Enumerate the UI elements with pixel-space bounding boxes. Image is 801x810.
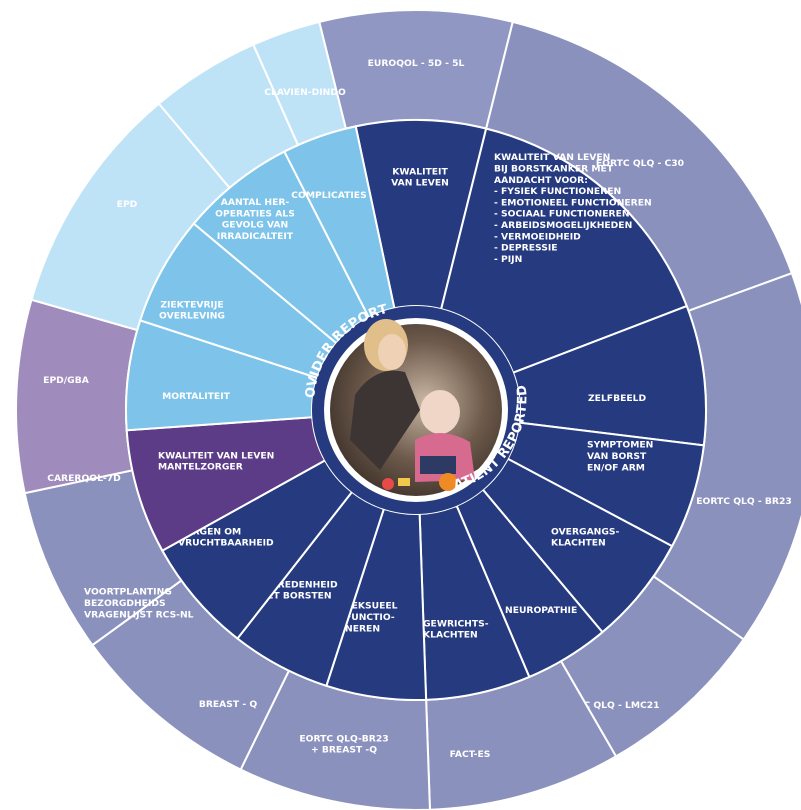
inner-segment-seksueel-functioneren-label-line: FUNCTIO-	[345, 612, 395, 623]
inner-segment-symptomen-label-line: EN/OF ARM	[587, 462, 645, 473]
inner-segment-kwaliteit-borstkanker-label-line: - VERMOEIDHEID	[494, 231, 581, 242]
inner-segment-complicaties-label-line: COMPLICATIES	[291, 190, 366, 201]
outer-segment-eortc-lmc21-label-line: EORTC QLQ - LMC21	[556, 700, 659, 711]
inner-segment-kwaliteit-van-leven-label-line: VAN LEVEN	[391, 178, 449, 189]
outer-segment-clavien-dindo-label: CLAVIEN-DINDO	[264, 87, 346, 98]
center-photo	[330, 319, 502, 496]
inner-segment-overgangsklachten-label: OVERGANGS-KLACHTEN	[551, 526, 620, 548]
inner-segment-overgangsklachten-label-line: OVERGANGS-	[551, 526, 620, 537]
inner-segment-zelfbeeld-label: ZELFBEELD	[588, 393, 646, 404]
outer-segment-voortplanting-label-line: BEZORGDHEIDS	[84, 598, 166, 609]
outer-segment-epd-label-line: EPD	[117, 199, 138, 210]
inner-segment-gewrichtsklachten-label: GEWRICHTS-KLACHTEN	[423, 618, 489, 640]
inner-segment-ziektevrije-overleving-label-line: ZIEKTEVRIJE	[160, 299, 223, 310]
inner-segment-neuropathie-label-line: NEUROPATHIE	[505, 605, 577, 616]
outer-segment-eortc-br23-label-line: EORTC QLQ - BR23	[696, 496, 792, 507]
outer-segment-euroqol-shape	[318, 9, 514, 130]
inner-segment-overgangsklachten-label-line: KLACHTEN	[551, 538, 606, 549]
outer-segment-voortplanting-label-line: VRAGENLIJST RCS-NL	[84, 609, 194, 620]
inner-segment-tevredenheid-label-line: MET BORSTEN	[258, 591, 332, 602]
inner-segment-heroperaties-label-line: GEVOLG VAN	[222, 220, 288, 231]
outer-segment-eortc-br23-label: EORTC QLQ - BR23	[696, 496, 792, 507]
outer-segment-epd-label: EPD	[117, 199, 138, 210]
inner-segment-kwaliteit-van-leven-label-line: KWALITEIT	[392, 166, 448, 177]
outer-segment-euroqol-label: EUROQOL - 5D - 5L	[368, 58, 465, 69]
outer-segment-carerqol-label-line: CARERQOL-7D	[47, 473, 121, 484]
inner-segment-kwaliteit-borstkanker-label-line: - DEPRESSIE	[494, 243, 558, 254]
outer-segment-eortc-br23-breastq-label-line: EORTC QLQ-BR23	[299, 733, 388, 744]
outer-segment-epd-gba-label: EPD/GBA	[43, 375, 90, 386]
outer-segment-voortplanting-label-line: VOORTPLANTING	[84, 587, 172, 598]
inner-segment-seksueel-functioneren-label-line: NEREN	[345, 623, 380, 634]
inner-segment-zorgen-vruchtbaarheid-label-line: VRUCHTBAARHEID	[178, 538, 274, 549]
outer-segment-fact-es-label-line: FACT-ES	[450, 749, 491, 760]
outer-segment-fact-es-label: FACT-ES	[450, 749, 491, 760]
inner-segment-mortaliteit-label: MORTALITEIT	[162, 391, 231, 402]
inner-segment-kwaliteit-borstkanker-label-line: AANDACHT VOOR:	[494, 175, 588, 186]
inner-segment-kwaliteit-mantelzorger-label-line: KWALITEIT VAN LEVEN	[158, 450, 274, 461]
outer-segment-eortc-c30-label-line: EORTC QLQ - C30	[596, 158, 684, 169]
inner-segment-complicaties-label: COMPLICATIES	[291, 190, 366, 201]
outer-segment-carerqol-label: CARERQOL-7D	[47, 473, 121, 484]
inner-segment-heroperaties-label-line: IRRADICALTEIT	[217, 231, 294, 242]
inner-segment-ziektevrije-overleving-label-line: OVERLEVING	[159, 311, 225, 322]
inner-segment-kwaliteit-borstkanker-label-line: KWALITEIT VAN LEVEN	[494, 152, 610, 163]
outer-segment-epd-gba-label-line: EPD/GBA	[43, 375, 90, 386]
outer-segment-clavien-dindo-label-line: CLAVIEN-DINDO	[264, 87, 346, 98]
inner-segment-tevredenheid-label-line: TEVREDENHEID	[258, 579, 338, 590]
inner-segment-kwaliteit-borstkanker-label-line: - SOCIAAL FUNCTIONEREN	[494, 209, 630, 220]
inner-segment-kwaliteit-borstkanker-label-line: - EMOTIONEEL FUNCTIONEREN	[494, 197, 652, 208]
outer-segment-carerqol: CARERQOL-7D	[15, 298, 139, 495]
inner-segment-kwaliteit-borstkanker-label-line: - ARBEIDSMOGELIJKHEDEN	[494, 220, 632, 231]
inner-segment-gewrichtsklachten-label-line: KLACHTEN	[423, 630, 478, 641]
inner-segment-neuropathie-label: NEUROPATHIE	[505, 605, 577, 616]
inner-segment-heroperaties-label-line: OPERATIES ALS	[215, 208, 295, 219]
inner-segment-heroperaties-label-line: AANTAL HER-	[221, 197, 290, 208]
outer-segment-breast-q-label: BREAST - Q	[199, 699, 258, 710]
outer-segment-eortc-c30-label: EORTC QLQ - C30	[596, 158, 684, 169]
outer-segment-euroqol-label-line: EUROQOL - 5D - 5L	[368, 58, 465, 69]
outer-segment-carerqol-shape	[15, 298, 139, 495]
outer-segment-eortc-br23-breastq-label-line: + BREAST -Q	[311, 745, 377, 756]
inner-segment-seksueel-functioneren-label-line: SEKSUEEL	[345, 601, 398, 612]
inner-segment-zelfbeeld-label-line: ZELFBEELD	[588, 393, 646, 404]
inner-segment-kwaliteit-borstkanker-label-line: - FYSIEK FUNCTIONEREN	[494, 186, 621, 197]
inner-segment-symptomen-label-line: SYMPTOMEN	[587, 440, 653, 451]
inner-segment-zorgen-vruchtbaarheid-label-line: ZORGEN OM	[178, 526, 241, 537]
inner-segment-kwaliteit-borstkanker-label-line: BIJ BORSTKANKER MET	[494, 164, 614, 175]
inner-segment-kwaliteit-borstkanker-label-line: - PIJN	[494, 254, 522, 265]
outer-segment-eortc-br23-breastq-label: EORTC QLQ-BR23+ BREAST -Q	[299, 733, 388, 755]
inner-segment-mortaliteit-label-line: MORTALITEIT	[162, 391, 231, 402]
inner-segment-kwaliteit-mantelzorger-label-line: MANTELZORGER	[158, 462, 243, 473]
outer-segment-breast-q-label-line: BREAST - Q	[199, 699, 258, 710]
inner-segment-gewrichtsklachten-label-line: GEWRICHTS-	[423, 618, 489, 629]
inner-segment-symptomen-label-line: VAN BORST	[587, 451, 647, 462]
outer-segment-eortc-lmc21-label: EORTC QLQ - LMC21	[556, 700, 659, 711]
outer-segment-euroqol: EUROQOL - 5D - 5L	[318, 9, 514, 130]
